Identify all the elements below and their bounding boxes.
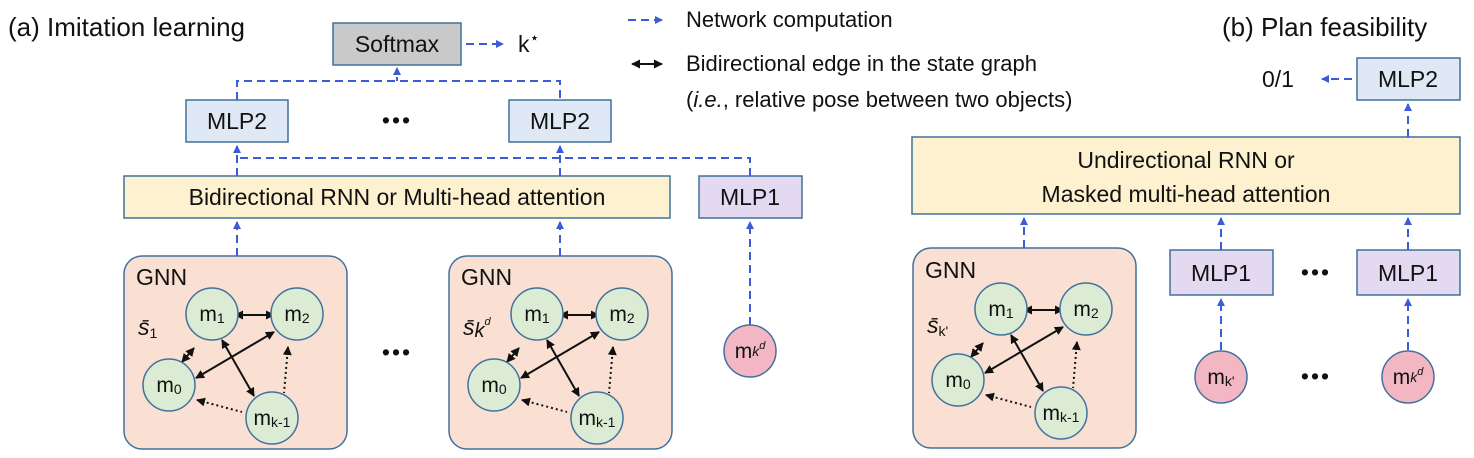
b-object-node-mk1 — [1194, 350, 1248, 404]
object-node-m0-label: m0 — [156, 374, 182, 397]
object-node-mkd — [723, 324, 777, 378]
edge-m1-m0-2 — [506, 347, 520, 363]
gnn-block-2: GNN s̄kd m1 m2 m0 mk-1 — [448, 255, 673, 450]
object-node-mkd-label: mkd — [735, 340, 767, 363]
object-node-m1-2-label: m1 — [524, 303, 550, 326]
mlp2-dots: ••• — [382, 107, 412, 133]
b-mlp1-box-left — [1169, 249, 1274, 296]
state-label-skd: s̄kd — [463, 314, 492, 342]
edge-m1-m0 — [181, 347, 195, 363]
object-node-mk — [245, 391, 299, 445]
object-node-m2-label: m2 — [284, 303, 310, 326]
legend-bidirectional-label: Bidirectional edge in the state graph — [686, 51, 1037, 76]
mlp2-box-right — [508, 99, 612, 143]
mlp1-label: MLP1 — [720, 184, 780, 210]
b-mlp1-label-left: MLP1 — [1191, 260, 1251, 286]
b-gnn-label: GNN — [925, 257, 976, 283]
mlp1-to-mlp2-line — [237, 157, 751, 176]
rnn-label: Bidirectional RNN or Multi-head attentio… — [189, 184, 606, 210]
object-node-m2-2-label: m2 — [609, 303, 635, 326]
object-node-m0-2 — [467, 358, 521, 412]
rnn-box — [123, 175, 671, 219]
b-mlp2-box — [1356, 57, 1461, 101]
gnn-label-1: GNN — [136, 264, 187, 290]
mlp1-box — [698, 175, 803, 219]
b-edge-m1-m0 — [970, 342, 984, 358]
panel-imitation-learning: Softmax k⋆ MLP2 ••• MLP2 Bidirectional R… — [123, 22, 803, 450]
b-node-dots: ••• — [1301, 363, 1331, 389]
b-mlp1-box-right — [1356, 249, 1461, 296]
b-object-node-m1-label: m1 — [988, 298, 1014, 321]
gnn-block-1: GNN s̄1 m1 m2 m0 mk-1 — [123, 255, 348, 450]
b-object-node-m2 — [1059, 282, 1113, 336]
b-object-node-m1 — [974, 282, 1028, 336]
panel-plan-feasibility: MLP2 0/1 Undirectional RNN or Masked mul… — [911, 57, 1461, 449]
softmax-box — [332, 22, 462, 66]
b-object-node-m0-label: m0 — [945, 369, 971, 392]
object-node-m2-2 — [595, 287, 649, 341]
title-plan-feasibility: (b) Plan feasibility — [1222, 12, 1427, 42]
title-imitation-learning: (a) Imitation learning — [8, 12, 245, 42]
object-node-mk-2 — [570, 391, 624, 445]
kstar-label: k⋆ — [518, 30, 540, 57]
object-node-m1-label: m1 — [199, 303, 225, 326]
b-state-graph: m1 m2 m0 mk-1 — [931, 282, 1113, 440]
b-gnn-block: GNN s̄k' m1 m2 m0 mk-1 — [912, 247, 1137, 449]
object-node-m2 — [270, 287, 324, 341]
mlp2-merge-line — [236, 80, 561, 100]
state-label-s1: s̄1 — [138, 314, 158, 341]
edge-m1-mk-2 — [546, 339, 580, 397]
object-node-m1 — [185, 287, 239, 341]
b-object-node-mkd-label: mkd — [1393, 366, 1425, 389]
b-state-label-sk: s̄k' — [927, 312, 948, 339]
b-object-node-m0 — [931, 353, 985, 407]
state-graph-2: m1 m2 m0 mk-1 — [467, 287, 649, 445]
object-node-mk-2-label: mk-1 — [579, 407, 616, 430]
gnn-dots-a: ••• — [382, 339, 412, 365]
object-node-m0 — [142, 358, 196, 412]
b-rnn-label-line1: Undirectional RNN or — [1077, 147, 1295, 173]
object-node-m1-2 — [510, 287, 564, 341]
legend: Network computation Bidirectional edge i… — [628, 7, 1072, 112]
b-object-node-mk-label: mk-1 — [1043, 402, 1080, 425]
object-node-m0-2-label: m0 — [481, 374, 507, 397]
b-mlp2-label: MLP2 — [1378, 66, 1438, 92]
b-rnn-label-line2: Masked multi-head attention — [1042, 181, 1331, 207]
b-output-label: 0/1 — [1262, 66, 1294, 92]
mlp2-label-right: MLP2 — [530, 108, 590, 134]
legend-network-label: Network computation — [686, 7, 893, 32]
b-mlp1-dots: ••• — [1301, 259, 1331, 285]
edge-m1-mk — [221, 339, 255, 397]
gnn-label-2: GNN — [461, 264, 512, 290]
b-object-node-mk — [1034, 386, 1088, 440]
state-graph-1: m1 m2 m0 mk-1 — [142, 287, 324, 445]
softmax-label: Softmax — [355, 31, 440, 57]
b-rnn-box — [911, 136, 1461, 215]
b-object-node-m2-label: m2 — [1073, 298, 1099, 321]
b-edge-m1-mk — [1010, 334, 1044, 392]
mlp2-label-left: MLP2 — [207, 108, 267, 134]
b-object-node-mkd — [1381, 350, 1435, 404]
b-mlp1-label-right: MLP1 — [1378, 260, 1438, 286]
b-object-node-mk1-label: mk' — [1207, 366, 1234, 389]
legend-bidirectional-note: (i.e., relative pose between two objects… — [686, 87, 1072, 112]
object-node-mk-label: mk-1 — [254, 407, 291, 430]
mlp2-box-left — [185, 99, 289, 143]
